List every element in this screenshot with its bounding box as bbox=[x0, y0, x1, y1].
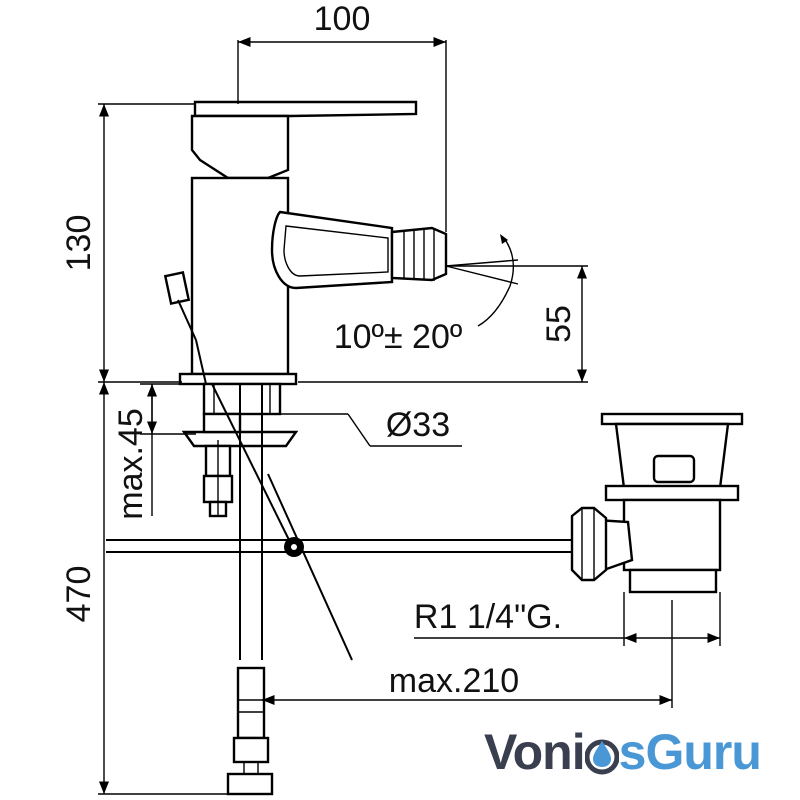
waste-rod-nut bbox=[570, 506, 608, 582]
dimension-hole-diameter: Ø33 bbox=[240, 406, 462, 447]
base-flange bbox=[178, 372, 298, 386]
waste-body bbox=[622, 498, 722, 572]
waste-tailpiece bbox=[628, 568, 718, 594]
waste-valve bbox=[570, 412, 744, 594]
dimension-height-mixer: 130 bbox=[60, 103, 196, 383]
logo-text-guru: Guru bbox=[645, 724, 761, 780]
dimension-spray-angle: 10º± 20º bbox=[334, 234, 519, 356]
dimension-waste-thread: R1 1/4"G. bbox=[414, 592, 721, 646]
logo-text-s: s bbox=[618, 724, 647, 780]
dim-label-470: 470 bbox=[60, 566, 98, 623]
dim-label-max-210: max.210 bbox=[389, 662, 519, 700]
waste-flange bbox=[600, 412, 744, 426]
popup-rod-top bbox=[177, 299, 197, 341]
dimension-max-deck: max.45 bbox=[112, 383, 196, 520]
lever-handle bbox=[193, 100, 418, 118]
hose-nut-upper bbox=[232, 736, 270, 764]
threaded-shank bbox=[202, 382, 282, 416]
dim-label-130: 130 bbox=[60, 215, 98, 272]
logo-text-voni: Voni bbox=[484, 724, 586, 780]
dim-label-diameter: Ø33 bbox=[386, 406, 450, 444]
aerator-nozzle bbox=[390, 226, 448, 282]
spout bbox=[270, 210, 394, 290]
hose-connector bbox=[236, 666, 266, 740]
popup-knob bbox=[163, 271, 191, 305]
mixer-column bbox=[190, 176, 290, 376]
dimension-width-top: 100 bbox=[237, 0, 447, 232]
dim-label-100: 100 bbox=[314, 0, 371, 38]
water-drop-icon bbox=[584, 739, 619, 775]
dim-label-thread: R1 1/4"G. bbox=[414, 598, 562, 636]
waste-locknut bbox=[604, 484, 740, 502]
dimension-hose-length: 470 bbox=[60, 382, 228, 795]
cartridge-head bbox=[190, 114, 290, 180]
spout-inner-line bbox=[283, 225, 389, 277]
dimension-max-rod: max.210 bbox=[262, 600, 673, 708]
dimension-spout-height: 55 bbox=[298, 265, 588, 383]
hose-nut-lower bbox=[226, 772, 274, 796]
popup-linkage bbox=[106, 339, 580, 661]
dim-label-55: 55 bbox=[540, 305, 578, 343]
dim-label-max-45: max.45 bbox=[112, 408, 150, 520]
mixer-body bbox=[163, 100, 448, 386]
under-deck-fixing bbox=[181, 382, 299, 518]
waste-plug-window bbox=[652, 454, 696, 484]
flexible-hose bbox=[226, 384, 274, 796]
dim-label-spray-angle: 10º± 20º bbox=[334, 318, 463, 356]
